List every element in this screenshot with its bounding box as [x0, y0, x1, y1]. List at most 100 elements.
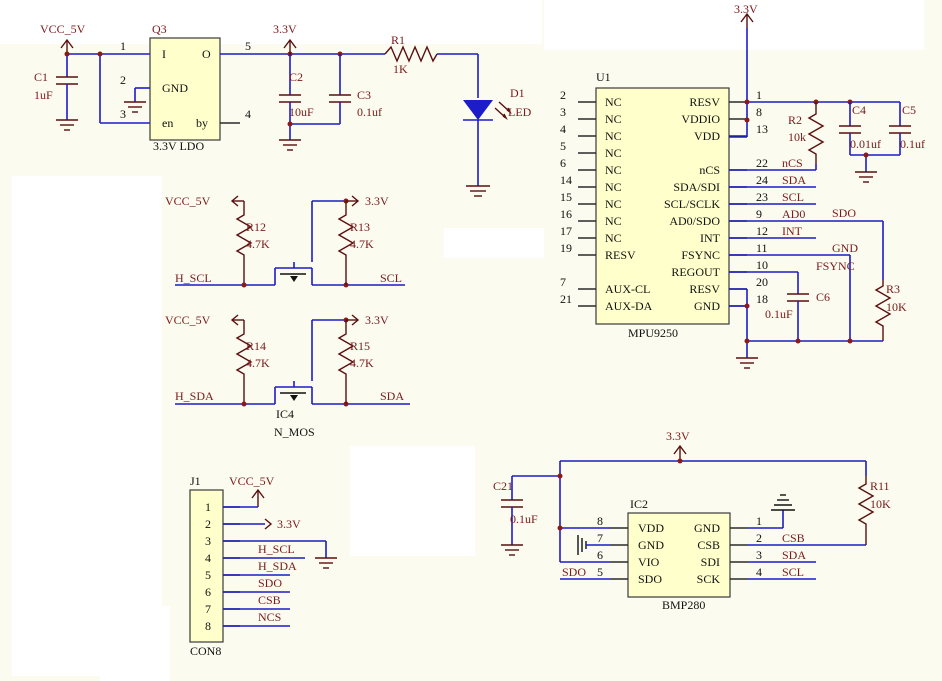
mpu-left-pin-name: NC [605, 197, 622, 211]
r11-ref: R11 [870, 479, 890, 493]
r12-ref: R12 [246, 220, 266, 234]
h-scl-label: H_SCL [175, 271, 212, 285]
capacitor-c3: C3 0.1uf [290, 54, 382, 125]
c4-value: 0.01uf [850, 137, 881, 151]
mpu-left-pin-name: AUX-DA [605, 299, 653, 313]
bmp-net-label: SDA [782, 548, 806, 562]
mpu-right-pin-name: SCL/SCLK [664, 197, 720, 211]
mpu-left-pin-name: NC [605, 231, 622, 245]
bmp-right-pin-number: 2 [756, 531, 762, 545]
mpu-net-label: nCS [782, 156, 803, 170]
mpu-left-pin-name: NC [605, 129, 622, 143]
bmp-right-pin-number: 1 [756, 514, 762, 528]
j1-ref: J1 [190, 474, 201, 488]
bmp-right-pin-name: SCK [697, 572, 721, 586]
c1-value: 1uF [34, 88, 53, 102]
ldo-pin-en: en [162, 116, 173, 130]
j1-net-3: H_SCL [258, 542, 295, 556]
mpu-left-pin-number: 7 [560, 275, 566, 289]
mpu-right-pin-name: RESV [689, 95, 720, 109]
ldo-pin-1: 1 [120, 39, 126, 53]
mpu-left-pin-name: NC [605, 95, 622, 109]
ic4-ref: IC4 [276, 407, 294, 421]
bmp-left-pin-name: SDO [638, 572, 662, 586]
capacitor-c2: C2 10uF [279, 54, 314, 140]
r15-ref: R15 [350, 339, 370, 353]
mpu-3v3-label: 3.3V [734, 2, 758, 16]
j1-pin-number: 4 [205, 551, 211, 565]
mpu-net-label: AD0 [782, 207, 805, 221]
mpu-right-pin-number: 18 [756, 292, 768, 306]
mpu-right-pin-name: VDDIO [681, 112, 720, 126]
mpu-left-pin-number: 5 [560, 139, 566, 153]
r1-ref: R1 [391, 33, 405, 47]
mpu-net-label: SCL [782, 190, 804, 204]
bmp-right-pin-number: 4 [756, 565, 762, 579]
d1-ref: D1 [510, 86, 525, 100]
r14-ref: R14 [246, 339, 266, 353]
r13-value: 4.7K [350, 237, 374, 251]
mpu-right-pin-number: 22 [756, 156, 768, 170]
mpu-right-pin-number: 23 [756, 190, 768, 204]
mpu-left-pin-number: 2 [560, 88, 566, 102]
mpu-left-pin-name: AUX-CL [605, 282, 650, 296]
bmp280-body [627, 512, 731, 598]
h-sda-label: H_SDA [175, 389, 214, 403]
mpu-left-pin-number: 3 [560, 105, 566, 119]
c1-ref: C1 [34, 70, 48, 84]
ls1-vcc5-label: VCC_5V [165, 194, 211, 208]
mpu-right-pin-name: AD0/SDO [669, 214, 720, 228]
mpu-net-label: INT [782, 224, 803, 238]
bmp-left-pin-name: GND [638, 538, 664, 552]
j1-net-5: SDO [258, 576, 282, 590]
mpu-right-pin-number: 12 [756, 224, 768, 238]
ldo-pin-3: 3 [120, 107, 126, 121]
mpu-right-pin-name: FSYNC [681, 248, 720, 262]
scl-label: SCL [380, 271, 402, 285]
ldo-pin-5: 5 [245, 39, 251, 53]
ldo-ref: Q3 [152, 22, 167, 36]
j1-pin-number: 5 [205, 568, 211, 582]
r1-value: 1K [393, 62, 408, 76]
vcc5v-label: VCC_5V [40, 22, 86, 36]
mpu-left-pin-name: NC [605, 163, 622, 177]
mpu-right-pin-number: 10 [756, 258, 768, 272]
c5-ref: C5 [902, 103, 916, 117]
bmp-right-pin-number: 3 [756, 548, 762, 562]
r3-value: 10K [886, 300, 907, 314]
ldo-pin-4: 4 [245, 107, 251, 121]
mpu-left-pin-number: 16 [560, 207, 572, 221]
ldo-pin-gnd: GND [162, 81, 188, 95]
mpu-right-pin-name: RESV [689, 282, 720, 296]
j1-body [189, 489, 224, 643]
ldo-pin-2: 2 [120, 73, 126, 87]
level-shifter-sda: VCC_5V R14 4.7K H_SDA SDA 3.3V R15 4.7K … [165, 313, 410, 439]
mpu-left-pin-name: NC [605, 214, 622, 228]
d1-value: LED [508, 105, 532, 119]
c2-value: 10uF [289, 105, 314, 119]
j1-pin-number: 3 [205, 534, 211, 548]
bmp-left-pin-number: 5 [597, 565, 603, 579]
j1-pin-number: 7 [205, 602, 211, 616]
mpu-left-pin-number: 17 [560, 224, 572, 238]
mpu-left-pin-number: 15 [560, 190, 572, 204]
bmp-net-label: CSB [782, 531, 805, 545]
c3-value: 0.1uf [357, 105, 382, 119]
bmp-left-pin-name: VDD [638, 521, 664, 535]
mpu-right-pin-name: SDA/SDI [673, 180, 720, 194]
bmp-left-pin-number: 8 [597, 514, 603, 528]
r2-value: 10k [788, 130, 806, 144]
j1-vcc5-label: VCC_5V [229, 474, 275, 488]
c21-ref: C21 [493, 479, 513, 493]
mpu-left-pin-name: NC [605, 180, 622, 194]
sda-label: SDA [380, 389, 404, 403]
mpu-right-pin-number: 24 [756, 173, 768, 187]
mpu-net-label: SDA [782, 173, 806, 187]
r3-ref: R3 [886, 282, 900, 296]
